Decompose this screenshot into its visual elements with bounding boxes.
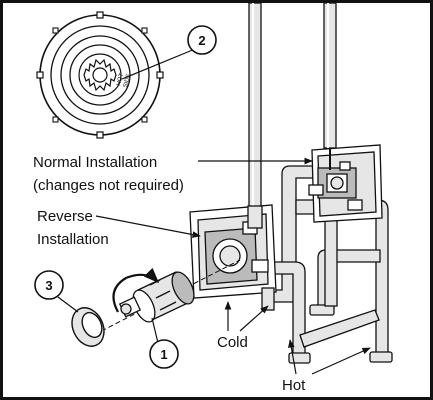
cartridge bbox=[118, 271, 195, 323]
normal-installation-sublabel: (changes not required) bbox=[33, 177, 184, 194]
cartridge-face-detail bbox=[36, 11, 164, 139]
cold-label: Cold bbox=[217, 334, 248, 351]
callout-1: 1 bbox=[149, 317, 179, 369]
reverse-installation-sublabel: Installation bbox=[37, 231, 109, 248]
hot-label: Hot bbox=[282, 377, 306, 394]
svg-text:HOT: HOT bbox=[116, 72, 125, 86]
reverse-valve-body bbox=[189, 204, 277, 299]
callout-3: 3 bbox=[34, 270, 79, 313]
callout-2: 2 bbox=[121, 25, 217, 80]
hot-leader-right bbox=[311, 347, 371, 375]
cold-leader-right bbox=[239, 305, 269, 332]
hot-side-stamp: HOT SIDE bbox=[116, 72, 132, 88]
trim-ring bbox=[71, 307, 105, 347]
reverse-leader bbox=[95, 215, 201, 238]
rotation-arrow bbox=[112, 267, 160, 313]
normal-valve-body bbox=[308, 144, 383, 223]
normal-installation-label: Normal Installation bbox=[33, 154, 157, 171]
hot-leader-left bbox=[288, 339, 297, 375]
svg-text:1: 1 bbox=[160, 347, 167, 362]
svg-text:SIDE: SIDE bbox=[123, 73, 132, 88]
svg-text:2: 2 bbox=[198, 33, 205, 48]
reverse-installation-label: Reverse bbox=[37, 208, 93, 225]
svg-text:3: 3 bbox=[45, 278, 52, 293]
